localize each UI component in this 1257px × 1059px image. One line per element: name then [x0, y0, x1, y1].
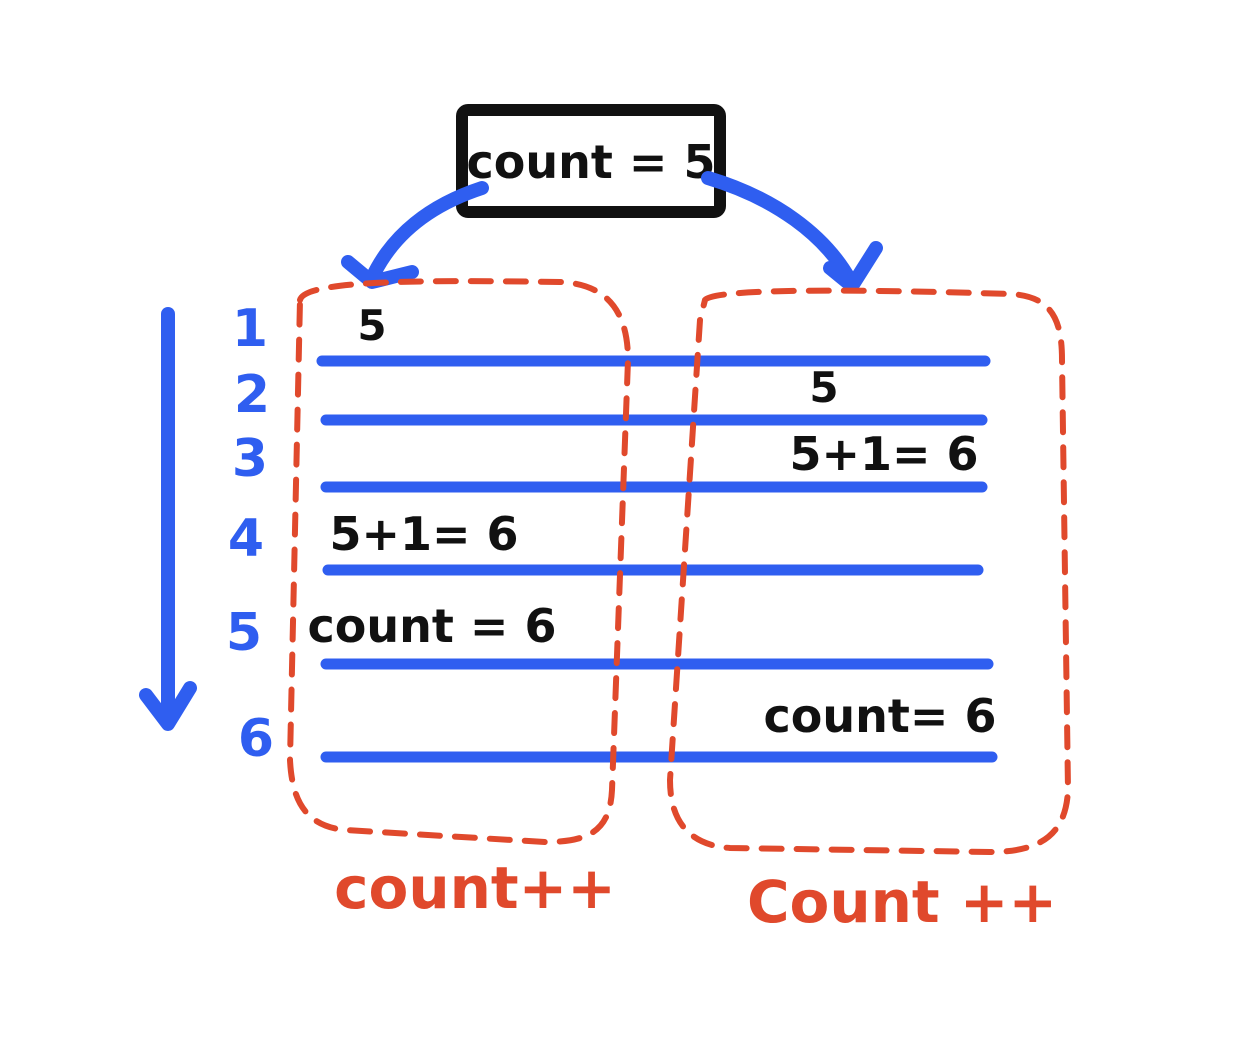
step-number-2: 2: [234, 365, 270, 425]
right-thread-step3-value: 5+1= 6: [789, 427, 978, 481]
left-thread-step1-value: 5: [357, 301, 386, 350]
right-thread-label: Count ++: [747, 868, 1057, 936]
thread-boxes: [286, 278, 1072, 856]
right-thread-box: [666, 287, 1072, 856]
step-numbers: 1 2 3 4 5 6: [226, 299, 274, 769]
shared-variable-label: count = 5: [467, 135, 716, 189]
step-number-3: 3: [232, 429, 268, 489]
thread-labels: count++ Count ++: [334, 854, 1057, 936]
left-thread-entries: 5 5+1= 6 count = 6: [308, 301, 557, 653]
left-thread-step5-value: count = 6: [308, 599, 557, 653]
step-lines: [316, 355, 998, 763]
arrow-to-right-thread: [701, 171, 857, 287]
right-thread-step2-value: 5: [809, 363, 838, 412]
shared-variable-box-border: [456, 104, 726, 218]
read-arrows: [341, 171, 883, 293]
arrow-head-right: [823, 241, 883, 293]
arrow-to-left-thread: [365, 181, 489, 285]
left-thread-box: [286, 278, 632, 846]
left-thread-label: count++: [334, 854, 616, 922]
time-arrow-head: [139, 681, 197, 731]
step-number-5: 5: [226, 603, 262, 663]
left-thread-step4-value: 5+1= 6: [329, 507, 518, 561]
time-arrow: [139, 307, 197, 731]
step-number-1: 1: [232, 299, 268, 359]
right-thread-step6-value: count= 6: [764, 689, 997, 743]
shared-variable-box: count = 5: [456, 104, 726, 218]
step-number-6: 6: [238, 709, 274, 769]
right-thread-entries: 5 5+1= 6 count= 6: [764, 363, 997, 743]
step-number-4: 4: [228, 509, 264, 569]
